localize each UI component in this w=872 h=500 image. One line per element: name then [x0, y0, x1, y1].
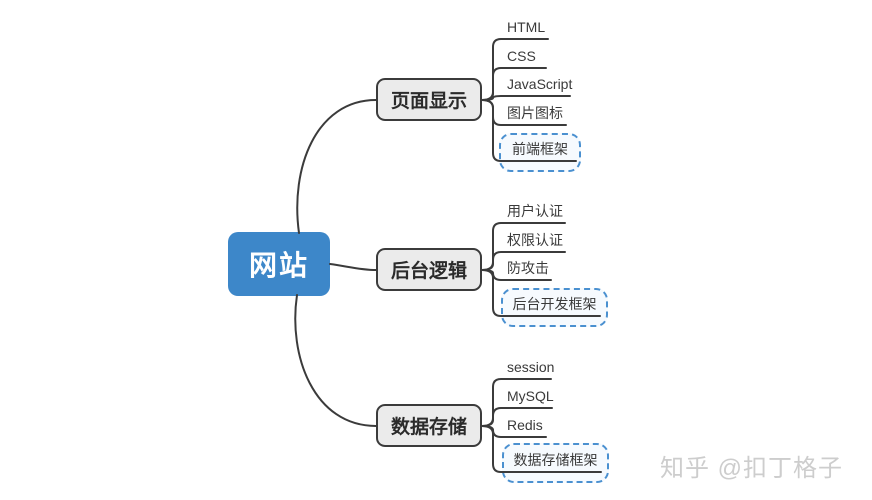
- connector-b1-javascript: [481, 95, 571, 101]
- root-node-website[interactable]: 网站: [228, 232, 330, 296]
- boundary-frame-backend-dev-framework[interactable]: 后台开发框架: [501, 288, 608, 327]
- leaf-topic-javascript[interactable]: JavaScript: [507, 76, 573, 92]
- leaf-topic-permission-auth[interactable]: 权限认证: [507, 232, 563, 248]
- connector-root-to-branch-3: [294, 294, 377, 427]
- boundary-frame-data-storage-framework[interactable]: 数据存储框架: [502, 443, 609, 483]
- leaf-topic-image-icons[interactable]: 图片图标: [507, 105, 563, 121]
- branch-node-page-display[interactable]: 页面显示: [376, 78, 482, 121]
- branch-node-backend-logic[interactable]: 后台逻辑: [376, 248, 482, 291]
- leaf-topic-session[interactable]: session: [507, 359, 555, 375]
- connector-root-to-branch-2: [329, 263, 377, 271]
- leaf-topic-user-auth[interactable]: 用户认证: [507, 203, 563, 219]
- boundary-frame-frontend-framework[interactable]: 前端框架: [499, 133, 581, 172]
- zhihu-watermark: 知乎 @扣丁格子: [660, 455, 844, 482]
- leaf-topic-redis[interactable]: Redis: [507, 417, 543, 433]
- leaf-topic-anti-attack[interactable]: 防攻击: [507, 260, 549, 276]
- leaf-topic-html[interactable]: HTML: [507, 19, 546, 35]
- leaf-topic-mysql[interactable]: MySQL: [507, 388, 554, 404]
- connector-root-to-branch-1: [296, 99, 377, 234]
- leaf-topic-css[interactable]: CSS: [507, 48, 536, 64]
- branch-node-data-storage[interactable]: 数据存储: [376, 404, 482, 447]
